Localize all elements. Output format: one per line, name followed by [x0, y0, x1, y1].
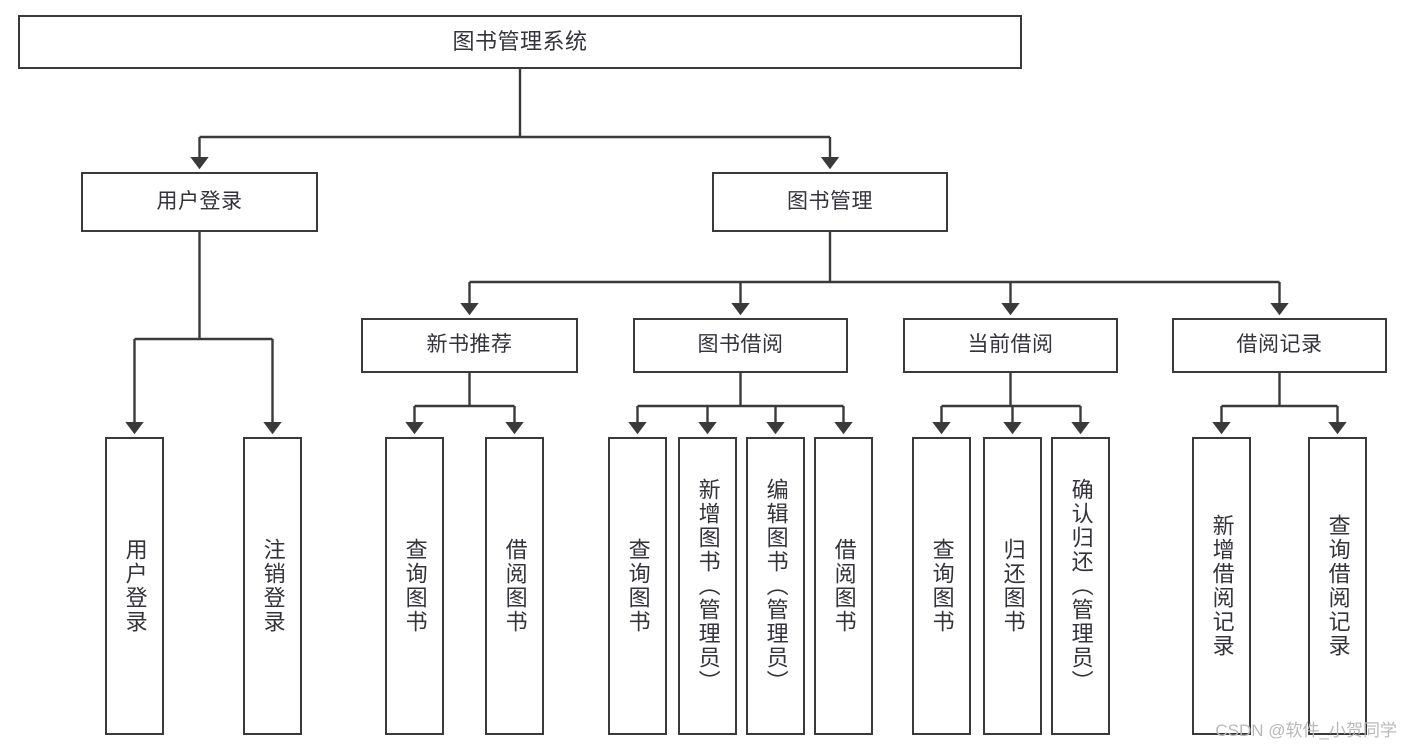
- node-root[interactable]: 图书管理系统: [18, 15, 1022, 69]
- node-label: 查询图书: [625, 538, 651, 634]
- edge-bus-user-login: [134, 232, 273, 341]
- node-new-book-rec[interactable]: 新书推荐: [361, 318, 578, 373]
- node-label: 图书借阅: [697, 333, 784, 357]
- edge-bus-book-manage: [469, 232, 1280, 284]
- node-label: 确认归还（管理员）: [1068, 478, 1094, 694]
- node-current-borrow[interactable]: 当前借阅: [903, 318, 1118, 373]
- node-leaf-query-book-1[interactable]: 查询图书: [385, 437, 444, 735]
- node-label: 用户登录: [122, 538, 148, 634]
- node-label: 图书管理: [787, 189, 873, 213]
- node-label: 借阅记录: [1236, 333, 1323, 357]
- node-book-borrow[interactable]: 图书借阅: [633, 318, 848, 373]
- edge-bus-book-borrow: [637, 373, 844, 408]
- node-label: 编辑图书（管理员）: [763, 478, 789, 694]
- node-label: 用户登录: [156, 189, 243, 213]
- node-leaf-confirm-return[interactable]: 确认归还（管理员）: [1051, 437, 1110, 735]
- node-leaf-query-book-2[interactable]: 查询图书: [608, 437, 667, 735]
- node-leaf-query-book-3[interactable]: 查询图书: [912, 437, 971, 735]
- node-user-login[interactable]: 用户登录: [81, 172, 318, 232]
- node-label: 查询借阅记录: [1325, 514, 1351, 658]
- node-leaf-borrow-book-1[interactable]: 借阅图书: [485, 437, 544, 735]
- watermark: CSDN @软件_小贺同学: [1215, 721, 1397, 740]
- node-label: 借阅图书: [502, 538, 528, 634]
- node-leaf-user-logout[interactable]: 注销登录: [243, 437, 302, 735]
- node-leaf-borrow-book-2[interactable]: 借阅图书: [814, 437, 873, 735]
- node-leaf-user-login[interactable]: 用户登录: [105, 437, 164, 735]
- node-label: 归还图书: [1000, 538, 1026, 634]
- edge-bus-borrow-record: [1221, 373, 1338, 408]
- node-label: 查询图书: [402, 538, 428, 634]
- node-leaf-add-book[interactable]: 新增图书（管理员）: [678, 437, 737, 735]
- node-label: 新增图书（管理员）: [695, 478, 721, 694]
- node-label: 新书推荐: [426, 333, 513, 357]
- node-label: 注销登录: [260, 538, 286, 634]
- node-borrow-record[interactable]: 借阅记录: [1172, 318, 1387, 373]
- edge-bus-root: [199, 69, 830, 139]
- node-leaf-return-book[interactable]: 归还图书: [983, 437, 1042, 735]
- edge-bus-current-borrow: [941, 373, 1081, 408]
- edge-bus-new-book-rec: [414, 373, 515, 408]
- node-leaf-query-record[interactable]: 查询借阅记录: [1308, 437, 1367, 735]
- node-book-manage[interactable]: 图书管理: [712, 172, 948, 232]
- node-label: 借阅图书: [831, 538, 857, 634]
- node-leaf-edit-book[interactable]: 编辑图书（管理员）: [746, 437, 805, 735]
- node-label: 图书管理系统: [452, 28, 588, 54]
- node-label: 新增借阅记录: [1209, 514, 1235, 658]
- edge-paths: [125, 69, 1347, 435]
- node-label: 查询图书: [929, 538, 955, 634]
- node-label: 当前借阅: [967, 333, 1054, 357]
- node-leaf-add-record[interactable]: 新增借阅记录: [1192, 437, 1251, 735]
